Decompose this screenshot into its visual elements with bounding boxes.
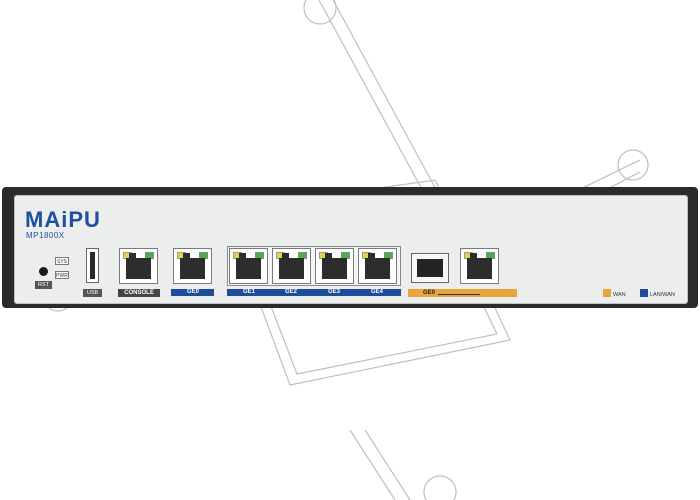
model-label: MP1800X [26,231,65,240]
legend-wan-swatch [603,289,611,297]
usb-slot [90,252,95,279]
ge3-port[interactable] [315,248,354,284]
wan-combo-port[interactable] [460,248,499,284]
ge3-label: GE3 [328,289,341,295]
ge3-jack [322,258,347,279]
ge4-jack [365,258,390,279]
ge1-label: GE1 [243,289,256,295]
wan-bar [408,289,517,297]
ge2-port[interactable] [272,248,311,284]
router-faceplate: MAiPU MP1800X RST SYS PWR USB CONSOLE GE… [14,195,688,304]
ge1-jack-notch [239,253,246,258]
ge0-jack-notch [183,253,190,258]
ge1-ge4-lan-bar [227,289,401,296]
pwr-led-label: PWR [55,271,69,279]
wan-jack [467,258,492,279]
legend-wan-label: WAN [613,292,626,298]
ge2-jack-notch [282,253,289,258]
ge0-jack [180,258,205,279]
console-jack [126,258,151,279]
wan-jack-notch [470,253,477,258]
console-label: CONSOLE [118,289,160,297]
ge2-jack [279,258,304,279]
ge0-lan-bar [171,289,214,296]
console-port[interactable] [119,248,158,284]
console-jack-notch [129,253,136,258]
ge2-label: GE2 [285,289,298,295]
ge3-jack-notch [325,253,332,258]
ge4-jack-notch [368,253,375,258]
sys-led-label: SYS [55,257,69,265]
ge0-label: GE0 [187,289,200,295]
ge1-jack [236,258,261,279]
sfp-port[interactable] [411,253,449,283]
sfp-cage [417,259,443,277]
reset-button[interactable] [39,267,48,276]
usb-port[interactable] [86,248,99,283]
ge4-port[interactable] [358,248,397,284]
legend-lanwan-swatch [640,289,648,297]
legend-lanwan-label: LAN/WAN [650,292,675,298]
reset-label: RST [35,281,52,289]
ge1-port[interactable] [229,248,268,284]
combo-bracket-line [438,294,480,295]
sfp-label: GE0 [423,290,436,296]
ge0-port[interactable] [173,248,212,284]
ge4-label: GE4 [371,289,384,295]
brand-logo: MAiPU [25,207,101,232]
usb-label: USB [83,289,102,297]
